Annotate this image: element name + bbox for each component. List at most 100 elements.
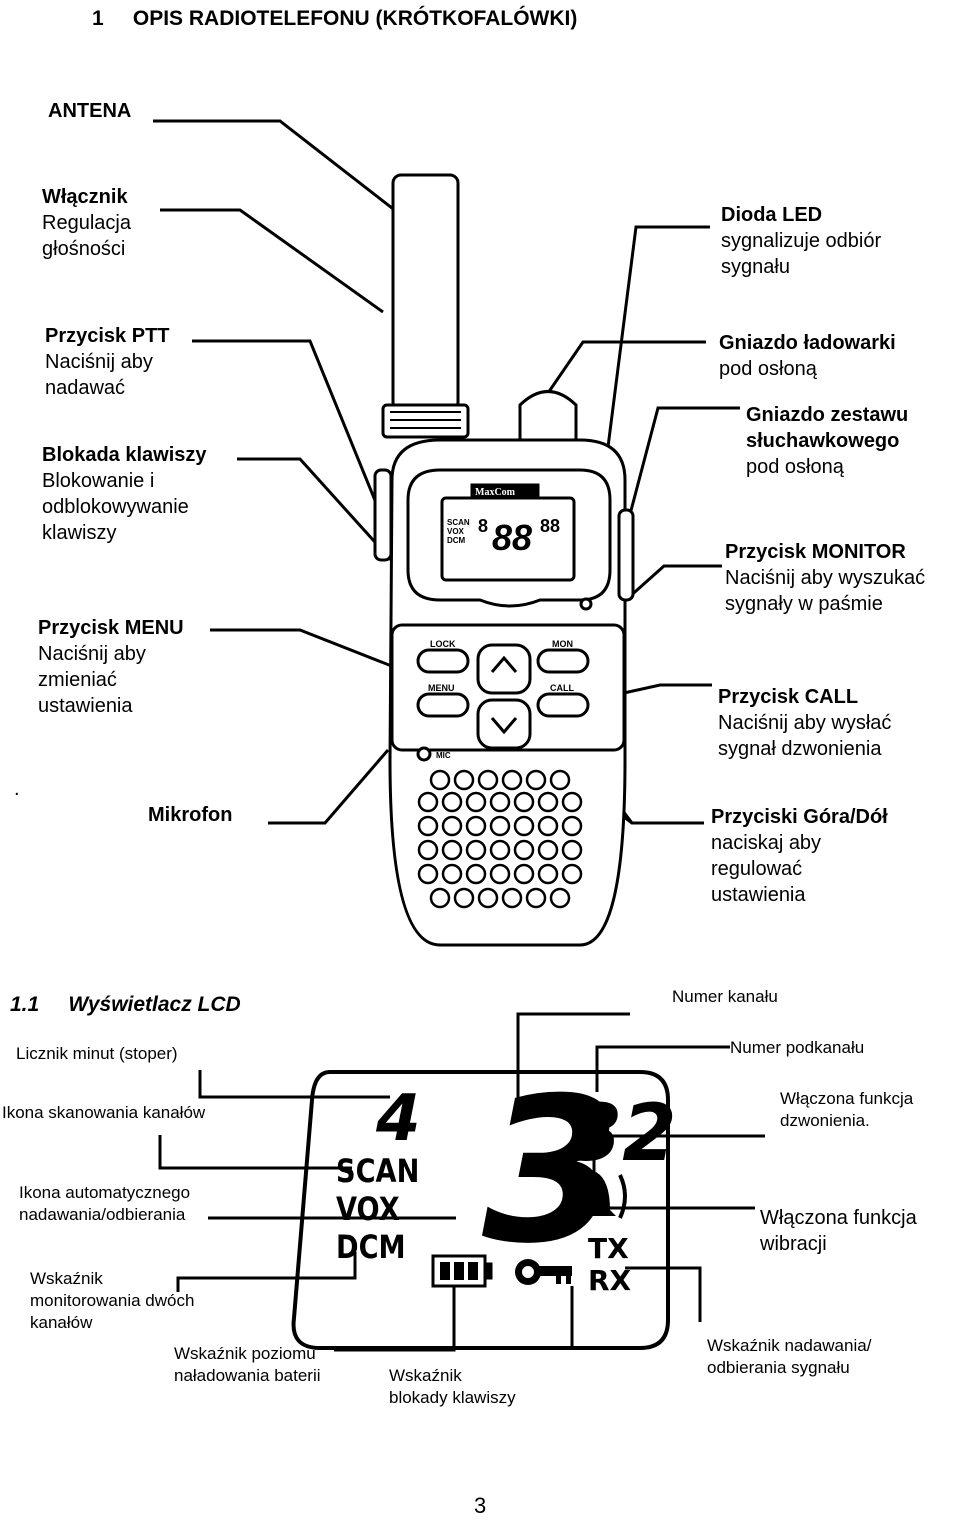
callout-auto: Ikona automatycznego nadawania/odbierani… [19,1182,190,1226]
ptt-line1: Naciśnij aby [45,351,153,373]
lcd-scan: SCAN [336,1153,419,1191]
bell-icon [565,1172,627,1219]
grill-hole [537,863,559,885]
callout-numer-podkanalu: Numer podkanału [730,1038,865,1057]
ptt-line2: nadawać [45,377,126,399]
lcd-tx: TX [588,1232,629,1265]
grill-hole [453,769,475,791]
grill-hole [477,887,499,909]
battery-icon [431,1254,493,1288]
monit-line2: monitorowania dwóch [30,1291,195,1310]
grill-hole [489,863,511,885]
grill-hole [489,815,511,837]
mini-vox: VOX [447,527,465,536]
grill-hole [417,815,439,837]
grill-hole [465,863,487,885]
lcd-dcm: DCM [336,1229,406,1267]
up-button [476,643,532,695]
label-monitor: Przycisk MONITOR Naciśnij aby wyszukać s… [725,539,925,617]
mic-hole [416,746,432,762]
grill-hole [465,815,487,837]
gora-dol-line1: naciskaj aby [711,832,822,854]
bateria-line2: naładowania baterii [174,1366,321,1385]
mon-button [536,648,590,674]
call-title: Przycisk CALL [718,686,859,708]
lcd-vox: VOX [336,1191,400,1229]
wibracji-line1: Włączona funkcja [760,1207,917,1229]
callout-skanowanie: Ikona skanowania kanałów [2,1103,206,1122]
callout-blokada: Wskaźnik blokady klawiszy [389,1365,516,1409]
grill-hole [429,769,451,791]
call-button [536,692,590,718]
label-wlacznik: Włącznik Regulacja głośności [42,184,131,262]
grill-hole [549,769,571,791]
blokada-line1: Blokowanie i [42,470,155,492]
callout-nadawanie: Wskaźnik nadawania/ odbierania sygnału [707,1335,871,1379]
gora-dol-line3: ustawienia [711,884,806,906]
monitor-title: Przycisk MONITOR [725,541,906,563]
section-title: Wyświetlacz LCD [68,993,241,1016]
grill-hole [477,769,499,791]
wibracji-line2: wibracji [760,1233,827,1255]
wlacznik-line2: głośności [42,238,126,260]
mini-scan: SCAN [447,518,470,527]
dioda-line1: sygnalizuje odbiór [721,230,882,252]
label-gniazdo-ladowarki: Gniazdo ładowarki pod osłoną [719,330,896,382]
lcd-diagram: SCAN VOX DCM TX RX 4 3 32 [158,1012,765,1352]
section-heading: 1.1 Wyświetlacz LCD [10,992,241,1018]
label-gora-dol: Przyciski Góra/Dół naciskaj aby regulowa… [711,804,888,908]
lcd-rx: RX [588,1264,632,1297]
page-number: 3 [474,1493,487,1518]
grill-hole [513,815,535,837]
gora-dol-line2: regulować [711,858,803,880]
grill-hole [501,769,523,791]
gniazdo-sluch-title2: słuchawkowego [746,430,900,452]
grill-hole [513,839,535,861]
blokada-title: Blokada klawiszy [42,444,207,466]
lcd-channel: 3 [482,1055,621,1288]
label-gniazdo-sluchawkowe: Gniazdo zestawu słuchawkowego pod osłoną [746,402,908,480]
page-heading: 1 OPIS RADIOTELEFONU (KRÓTKOFALÓWKI) [92,6,577,32]
grill-hole [417,863,439,885]
grill-hole [501,887,523,909]
wlacznik-line1: Regulacja [42,212,131,234]
ptt-title: Przycisk PTT [45,325,170,347]
lcd-minutes: 4 [375,1082,421,1156]
mini-dcm: DCM [447,536,466,545]
monitor-line2: sygnały w paśmie [725,593,883,615]
label-mikrofon: Mikrofon [148,804,233,826]
menu-button [416,692,470,718]
lcd-outline [291,1070,670,1350]
heading-title: OPIS RADIOTELEFONU (KRÓTKOFALÓWKI) [132,7,578,30]
down-button [476,698,532,750]
grill-hole [441,839,463,861]
grill-hole [417,791,439,813]
grill-hole [465,791,487,813]
mic-label: MIC [436,751,451,760]
callout-dzwonienie: Włączona funkcja dzwonienia. [780,1088,913,1132]
antenna [391,173,460,412]
callout-numer-kanalu: Numer kanału [672,987,778,1006]
brand-plate [470,483,540,499]
label-ptt: Przycisk PTT Naciśnij aby nadawać [45,323,170,401]
led-cap [518,390,578,442]
nad-odb-line1: Wskaźnik nadawania/ [707,1336,872,1355]
section-number: 1.1 [10,993,40,1016]
callout-bateria: Wskaźnik poziomu naładowania baterii [174,1343,321,1387]
grill-hole [537,815,559,837]
dzwonienie-line2: dzwonienia. [780,1111,870,1130]
auto-line2: nadawania/odbierania [19,1205,186,1224]
grill-hole [453,887,475,909]
grill-hole [549,887,571,909]
call-key-label: CALL [550,683,574,693]
auto-line1: Ikona automatycznego [19,1183,191,1202]
grill-hole [465,839,487,861]
monit-line1: Wskaźnik [30,1269,103,1288]
menu-key-label: MENU [428,683,455,693]
grill-hole [561,863,583,885]
monit-line3: kanałów [30,1313,93,1332]
grill-hole [441,863,463,885]
mini-digits-right: 88 [540,516,560,536]
label-blokada: Blokada klawiszy Blokowanie i odblokowyw… [42,442,207,546]
ptt-side-button [373,468,393,562]
